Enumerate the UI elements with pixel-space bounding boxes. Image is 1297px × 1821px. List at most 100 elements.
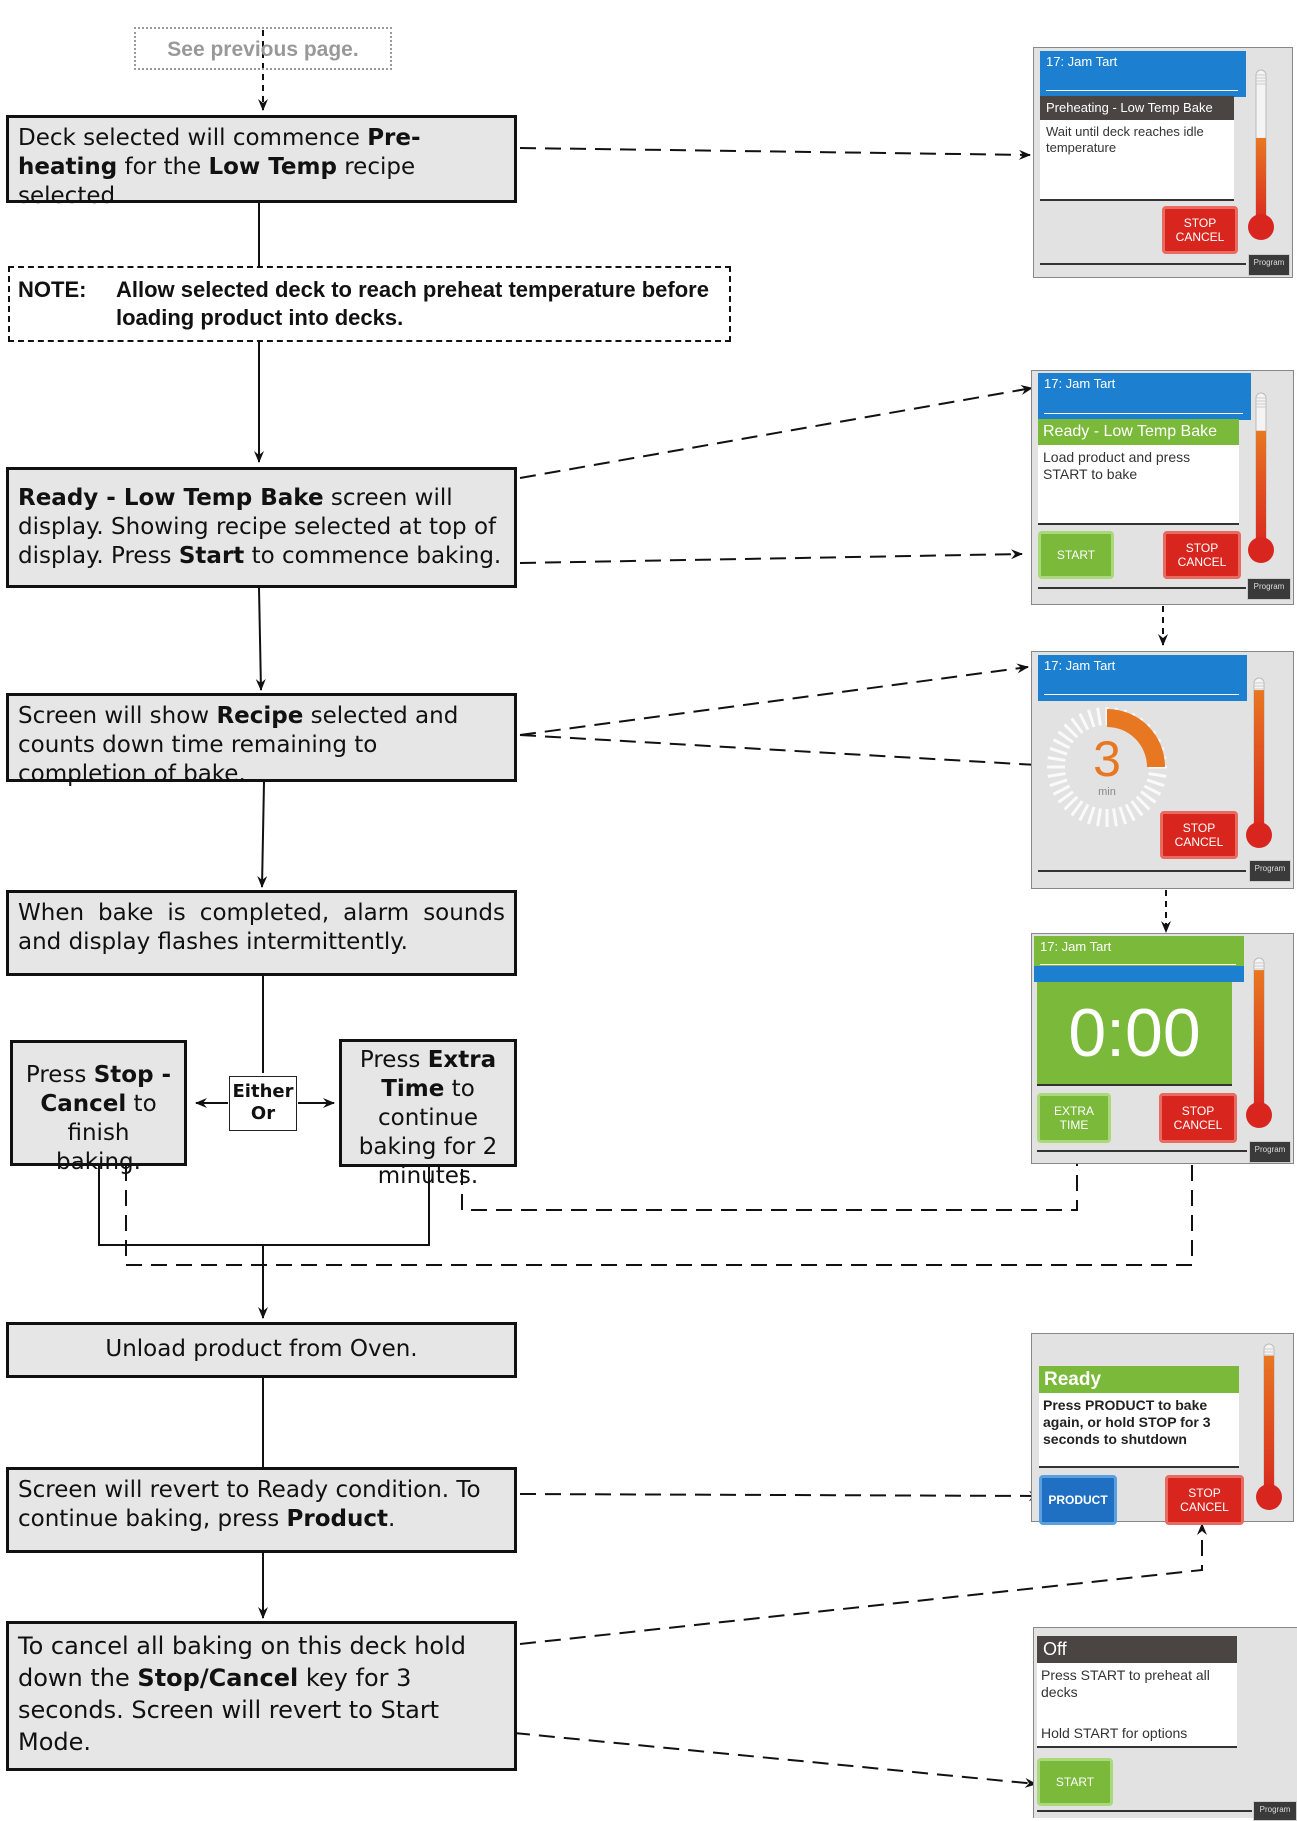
step-text: When bake is completed, alarm sounds and… (18, 900, 505, 955)
time-display: 0:00 (1037, 982, 1232, 1084)
bottom-divider (1038, 870, 1246, 872)
step-text: key for 3 seconds. Screen will revert to… (18, 1664, 440, 1756)
start-button[interactable]: START (1038, 531, 1114, 579)
bottom-divider (1040, 263, 1246, 265)
status-panel: Ready - Low Temp Bake Load product and p… (1038, 419, 1239, 523)
step-text: Deck selected will commence (18, 125, 368, 151)
status-panel: Ready Press PRODUCT to bake again, or ho… (1039, 1366, 1239, 1466)
recipe-title: 17: Jam Tart (1040, 939, 1112, 954)
flow-line (257, 781, 268, 888)
stop-cancel-button[interactable]: STOP CANCEL (1160, 811, 1238, 859)
countdown-unit: min (1098, 786, 1116, 798)
step-ready: Ready - Low Temp Bake screen will displa… (6, 467, 517, 588)
status-bar: Off (1037, 1636, 1237, 1663)
status-bar: Preheating - Low Temp Bake (1040, 96, 1234, 120)
step-countdown: Screen will show Recipe selected and cou… (6, 693, 517, 787)
step-text: Screen will revert to Ready condition. T… (18, 1477, 481, 1532)
screen-link (513, 1732, 1037, 1788)
screen-link (519, 734, 1055, 771)
start-button[interactable]: START (1037, 1758, 1113, 1806)
either-text: Either (232, 1081, 294, 1102)
recipe-title: 17: Jam Tart (1046, 54, 1118, 69)
bottom-divider (1037, 1810, 1252, 1812)
status-bar: Ready (1039, 1366, 1239, 1393)
step-text: to commence baking. (244, 543, 502, 569)
status-panel: Preheating - Low Temp Bake Wait until de… (1040, 96, 1234, 199)
bottom-divider (1037, 1150, 1247, 1152)
note-label: NOTE: (18, 277, 87, 302)
screen-link (519, 549, 1023, 564)
stop-cancel-button[interactable]: STOP CANCEL (1159, 1093, 1237, 1143)
recipe-title: 17: Jam Tart (1044, 376, 1116, 391)
step-text: to continue baking for 2 minutes. (358, 1076, 498, 1189)
step-bold: Product (286, 1506, 388, 1532)
countdown-dial (1047, 707, 1167, 827)
screen-ready: 17: Jam Tart Ready - Low Temp Bake Load … (1031, 370, 1294, 605)
screen-link (519, 384, 1033, 479)
screen-ready-product: Ready Press PRODUCT to bake again, or ho… (1031, 1333, 1294, 1525)
step-bold: Stop - Cancel (40, 1062, 172, 1117)
screen-link (125, 1144, 1197, 1266)
step-text: screen will display. Showing recipe sele… (18, 485, 497, 569)
divider (1037, 1746, 1237, 1748)
screen-link (461, 1137, 1082, 1211)
stop-cancel-button[interactable]: STOP CANCEL (1163, 531, 1241, 579)
product-button[interactable]: PRODUCT (1039, 1475, 1117, 1525)
step-text: To cancel all baking on this deck hold d… (18, 1632, 466, 1692)
or-text: Or (250, 1103, 276, 1124)
step-text: Unload product from Oven. (105, 1336, 418, 1362)
step-bold: Start (178, 543, 245, 569)
note-text: Allow selected deck to reach preheat tem… (116, 277, 709, 330)
thermometer-icon (1248, 392, 1274, 563)
program-button[interactable]: Program (1248, 254, 1290, 276)
step-text: for the (117, 154, 209, 180)
step-text: recipe selected. (18, 154, 416, 209)
option-stop-cancel: Press Stop - Cancel to finish baking. (10, 1040, 187, 1175)
program-button[interactable]: Program (1253, 1801, 1297, 1821)
status-message: Load product and press START to bake (1043, 449, 1191, 482)
status-message: Wait until deck reaches idle temperature (1046, 124, 1204, 155)
divider (1039, 1466, 1239, 1468)
step-text: Screen will show (18, 703, 217, 729)
step-revert-ready: Screen will revert to Ready condition. T… (6, 1467, 517, 1553)
flow-line (255, 587, 266, 691)
screen-countdown: 17: Jam Tart 3 min STOP CANCEL Program (1031, 651, 1294, 889)
thermometer-icon (1256, 1343, 1282, 1510)
divider (1037, 1084, 1232, 1086)
countdown-value: 3 (1093, 731, 1121, 787)
stop-cancel-button[interactable]: STOP CANCEL (1165, 1475, 1244, 1525)
screen-link (519, 1490, 1041, 1501)
recipe-title-bar: 17: Jam Tart (1038, 655, 1247, 701)
screen-bake-done: 17: Jam Tart 0:00 EXTRA TIME STOP CANCEL… (1031, 933, 1294, 1164)
preheat-note: NOTE: Allow selected deck to reach prehe… (8, 266, 731, 342)
previous-page-reference: See previous page. (134, 27, 392, 70)
screen-link (519, 147, 1031, 160)
stop-cancel-button[interactable]: STOP CANCEL (1162, 206, 1238, 254)
step-text: Press (359, 1047, 428, 1073)
recipe-title-bar: 17: Jam Tart (1040, 51, 1246, 97)
status-message: Press START to preheat all decks (1041, 1667, 1210, 1700)
thermometer-icon (1246, 677, 1272, 848)
step-bold: Extra Time (381, 1047, 497, 1102)
step-preheating: Deck selected will commence Pre-heating … (6, 115, 517, 209)
step-bold: Recipe (216, 703, 304, 729)
step-text: to finish baking. (56, 1091, 157, 1175)
step-text: selected and counts down time remaining … (18, 703, 459, 787)
step-unload: Unload product from Oven. (6, 1322, 517, 1378)
step-bold: Low Temp (208, 154, 337, 180)
screen-link (519, 663, 1029, 736)
step-bold: Ready - Low Temp Bake (18, 485, 324, 511)
recipe-title: 17: Jam Tart (1044, 658, 1116, 673)
option-extra-time: Press Extra Time to continue baking for … (339, 1039, 517, 1189)
program-button[interactable]: Program (1249, 1141, 1291, 1163)
extra-time-button[interactable]: EXTRA TIME (1037, 1093, 1111, 1143)
program-button[interactable]: Program (1247, 578, 1291, 600)
status-message-options: Hold START for options (1041, 1725, 1188, 1741)
recipe-title-bar: 17: Jam Tart (1034, 936, 1244, 982)
step-text: . (387, 1506, 396, 1532)
status-panel: Off Press START to preheat all decks Hol… (1037, 1636, 1237, 1746)
program-button[interactable]: Program (1249, 860, 1291, 882)
status-message: Press PRODUCT to bake again, or hold STO… (1043, 1397, 1211, 1447)
either-or-label: Either Or (229, 1076, 297, 1131)
